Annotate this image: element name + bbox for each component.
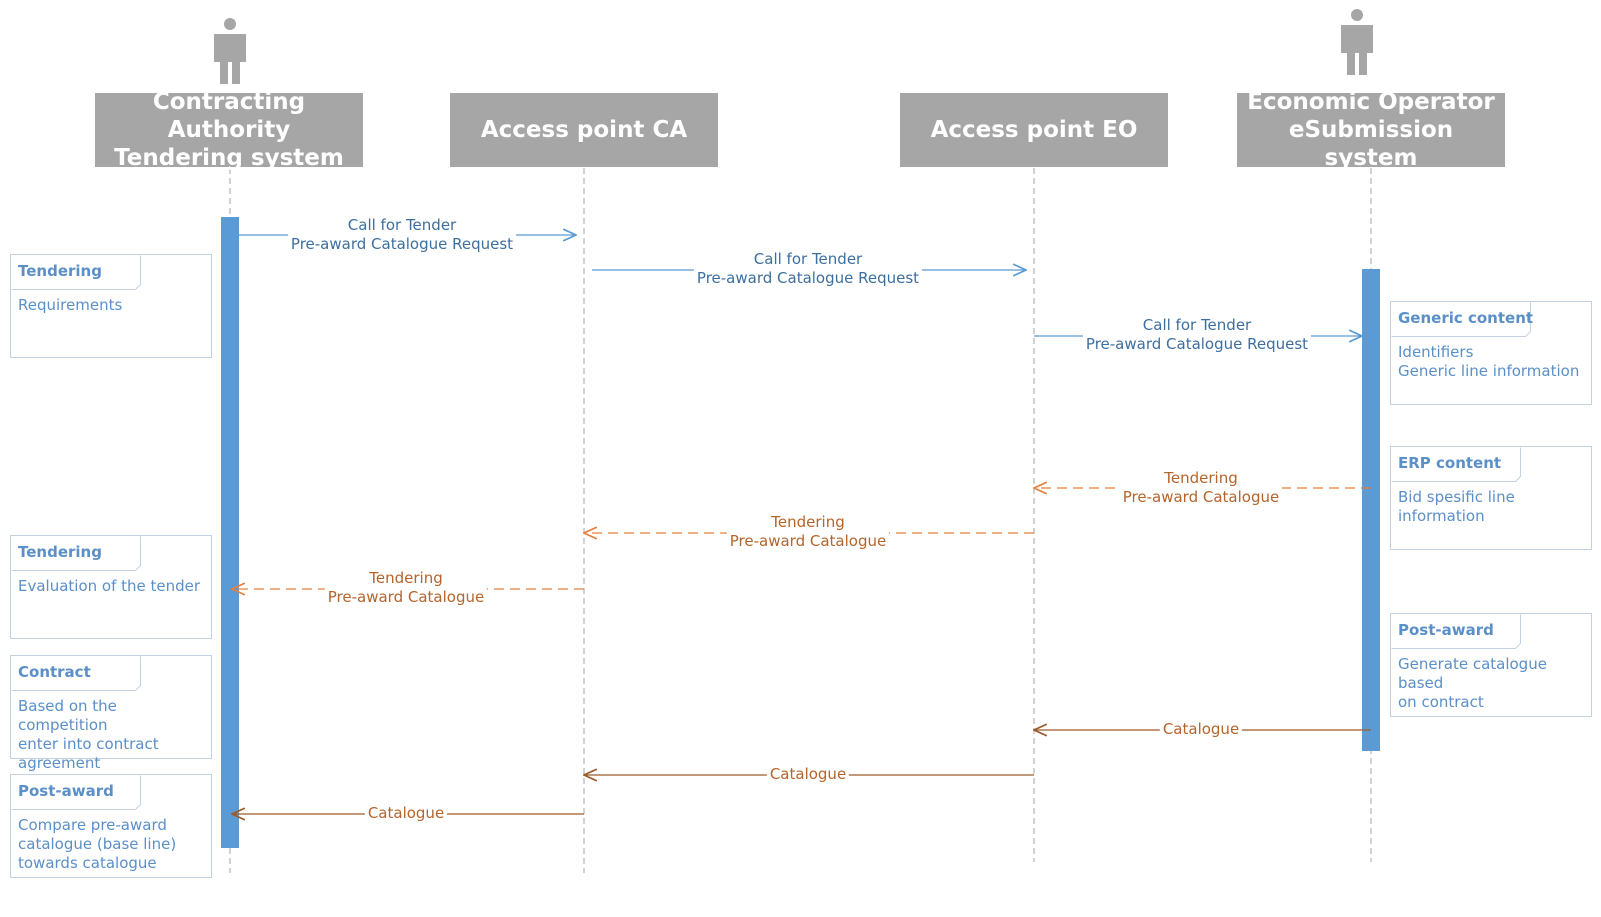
note-tab-shape bbox=[11, 656, 141, 691]
note-title: Tendering bbox=[18, 543, 102, 561]
note-title: Generic content bbox=[1398, 309, 1534, 327]
note-tab-shape bbox=[1391, 614, 1521, 649]
participant-access-point-ca: Access point CA bbox=[450, 93, 718, 167]
note-body: Identifiers Generic line information bbox=[1398, 343, 1580, 380]
note-title: Post-award bbox=[18, 782, 114, 800]
note-title: Post-award bbox=[1398, 621, 1494, 639]
note-body: Requirements bbox=[18, 296, 123, 314]
message-label-eo-to-apeo-response: Tendering Pre-award Catalogue bbox=[1119, 469, 1283, 507]
note-tab-shape bbox=[1391, 302, 1531, 337]
note-title: ERP content bbox=[1398, 454, 1502, 472]
note-right-erp-content: ERP content Bid spesific line informatio… bbox=[1390, 446, 1592, 550]
message-label-apca-to-ca-response: Tendering Pre-award Catalogue bbox=[324, 569, 488, 607]
message-label-eo-to-apeo-catalogue: Catalogue bbox=[1159, 720, 1243, 739]
note-body: Compare pre-award catalogue (base line) … bbox=[18, 816, 177, 872]
note-tab-shape bbox=[11, 775, 141, 810]
activation-bar-economic-operator bbox=[1362, 269, 1380, 751]
note-tab-shape bbox=[1391, 447, 1521, 482]
participant-contracting-authority: Contracting Authority Tendering system bbox=[95, 89, 363, 171]
actor-economic-operator-icon bbox=[1341, 9, 1373, 75]
note-body: Based on the competition enter into cont… bbox=[18, 697, 159, 772]
message-label-apeo-to-apca-catalogue: Catalogue bbox=[766, 765, 850, 784]
actor-contracting-authority-icon bbox=[214, 18, 246, 84]
note-title: Contract bbox=[18, 663, 91, 681]
note-right-generic-content: Generic content Identifiers Generic line… bbox=[1390, 301, 1592, 405]
note-body: Bid spesific line information bbox=[1398, 488, 1515, 525]
note-left-tendering-requirements: Tendering Requirements bbox=[10, 254, 212, 358]
note-left-contract: Contract Based on the competition enter … bbox=[10, 655, 212, 772]
note-body: Generate catalogue based on contract bbox=[1398, 655, 1547, 711]
message-label-apeo-to-apca-response: Tendering Pre-award Catalogue bbox=[726, 513, 890, 551]
participant-access-point-eo: Access point EO bbox=[900, 93, 1168, 167]
message-label-apca-to-ca-catalogue: Catalogue bbox=[364, 804, 448, 823]
note-right-post-award: Post-award Generate catalogue based on c… bbox=[1390, 613, 1592, 717]
note-tab-shape bbox=[11, 536, 141, 571]
message-label-apca-to-apeo-request: Call for Tender Pre-award Catalogue Requ… bbox=[693, 250, 923, 288]
note-left-post-award: Post-award Compare pre-award catalogue (… bbox=[10, 774, 212, 878]
activation-bar-contracting-authority bbox=[221, 217, 239, 848]
participant-economic-operator: Economic Operator eSubmission system bbox=[1237, 89, 1505, 171]
note-tab-shape bbox=[11, 255, 141, 290]
note-body: Evaluation of the tender bbox=[18, 577, 201, 595]
message-label-apeo-to-eo-request: Call for Tender Pre-award Catalogue Requ… bbox=[1082, 316, 1312, 354]
message-label-ca-to-apca-request: Call for Tender Pre-award Catalogue Requ… bbox=[287, 216, 517, 254]
note-title: Tendering bbox=[18, 262, 102, 280]
note-left-tendering-evaluation: Tendering Evaluation of the tender bbox=[10, 535, 212, 639]
